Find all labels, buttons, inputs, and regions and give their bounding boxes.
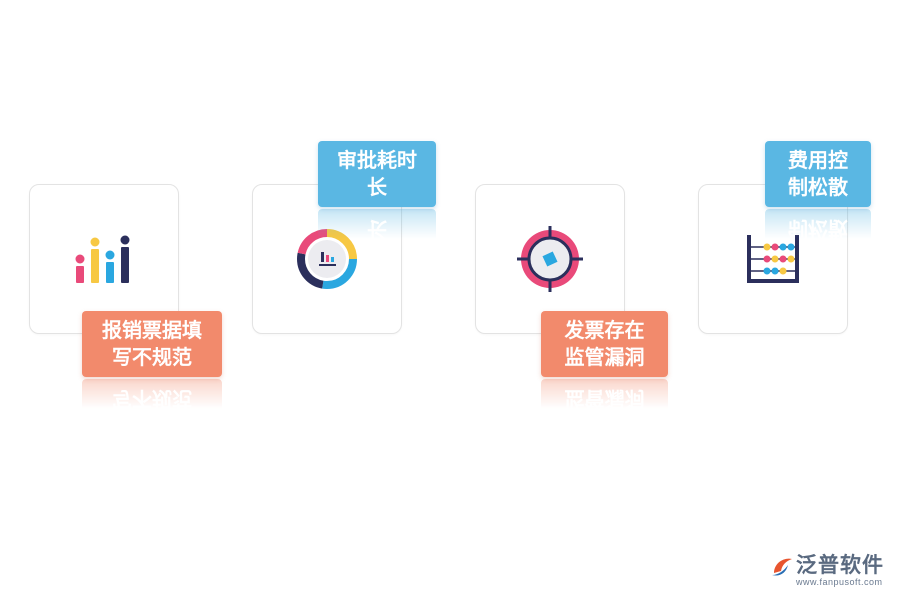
label-reflection: 费用控制松散 bbox=[765, 209, 871, 275]
label-approval-time: 审批耗时 长 bbox=[318, 141, 436, 207]
label-line: 写不规范 bbox=[112, 345, 192, 369]
label-line: 长 bbox=[367, 175, 387, 199]
brand-url: www.fanpusoft.com bbox=[796, 577, 883, 587]
label-line: 监管漏洞 bbox=[564, 345, 645, 369]
fanpu-logo-icon bbox=[772, 558, 792, 576]
label-invoice-supervision: 发票存在 监管漏洞 bbox=[541, 311, 668, 377]
label-reflection: 审批耗时长 bbox=[318, 209, 436, 275]
card-invoice-filling bbox=[29, 184, 179, 334]
label-invoice-filling: 报销票据填 写不规范 bbox=[82, 311, 222, 377]
label-line: 审批耗时 bbox=[337, 148, 417, 172]
target-icon bbox=[517, 226, 583, 292]
bar-chart-icon bbox=[75, 235, 130, 283]
label-reflection: 发票存在监管漏洞 bbox=[541, 379, 668, 445]
label-line: 发票存在 bbox=[564, 318, 645, 342]
brand-logo: 泛普软件 www.fanpusoft.com bbox=[770, 553, 892, 589]
brand-name: 泛普软件 bbox=[796, 553, 884, 577]
label-reflection: 报销票据填写不规范 bbox=[82, 379, 222, 445]
label-line: 报销票据填 bbox=[102, 318, 202, 342]
label-line: 费用控 bbox=[788, 148, 848, 172]
label-expense-control: 费用控 制松散 bbox=[765, 141, 871, 207]
label-line: 制松散 bbox=[788, 175, 848, 199]
